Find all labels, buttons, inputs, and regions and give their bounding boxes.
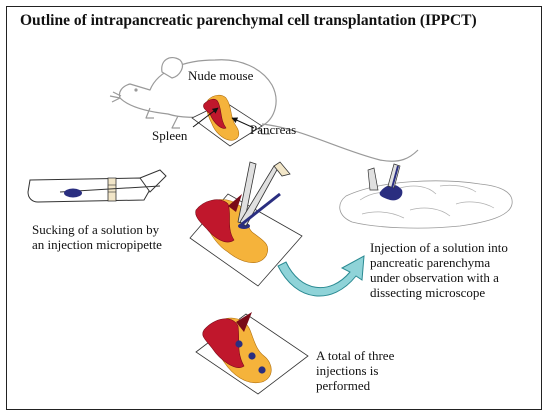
three-injections-illustration: [195, 312, 309, 395]
caption-total-line-1: A total of three: [316, 348, 395, 363]
caption-total-line-2: injections is: [316, 363, 379, 378]
caption-sucking-line-1: Sucking of a solution by: [32, 222, 160, 237]
curved-process-arrow: [277, 255, 365, 297]
nude-mouse-illustration: [109, 57, 419, 162]
figure-frame: [6, 6, 542, 410]
microscope-view: [339, 163, 513, 229]
label-spleen: Spleen: [152, 128, 188, 143]
label-nude-mouse: Nude mouse: [188, 68, 254, 83]
caption-injection-line-4: dissecting microscope: [370, 285, 486, 300]
caption-total-line-3: performed: [316, 378, 371, 393]
tube-and-micropipette: [27, 169, 167, 203]
caption-total: A total of three injections is performed: [316, 348, 394, 393]
injection-preparation: [189, 161, 303, 287]
mouse-surgical-window: [191, 94, 263, 147]
caption-injection-line-2: pancreatic parenchyma: [370, 255, 491, 270]
caption-sucking-line-2: an injection micropipette: [32, 237, 162, 252]
spleen-pointer: [192, 107, 219, 128]
caption-injection: Injection of a solution into pancreatic …: [370, 240, 508, 300]
figure-title: Outline of intrapancreatic parenchymal c…: [20, 12, 477, 29]
label-pancreas: Pancreas: [250, 122, 297, 137]
pancreas-pointer: [231, 117, 255, 129]
caption-sucking: Sucking of a solution by an injection mi…: [32, 222, 162, 252]
caption-injection-line-1: Injection of a solution into: [370, 240, 508, 255]
caption-injection-line-3: under observation with a: [370, 270, 499, 285]
